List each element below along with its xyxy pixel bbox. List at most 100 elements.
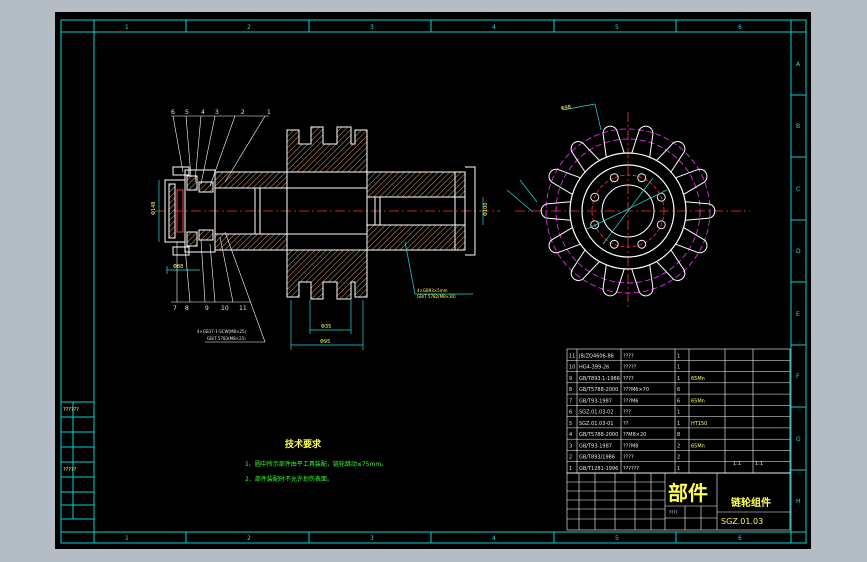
notes-title: 技术要求 [285, 438, 322, 450]
bom-cell: 65Mn [691, 443, 705, 449]
balloon-number: 7 [173, 305, 177, 312]
shaft-upper-section [214, 171, 466, 198]
spec-annotation: GB/T 5783(M8×25) [207, 336, 246, 341]
bom-cell: 10 [569, 365, 575, 371]
sprocket-tooth [675, 168, 708, 195]
bom-cell: 4 [569, 432, 572, 438]
zone-label: B [796, 123, 800, 130]
sprocket-tooth [602, 125, 625, 158]
zone-label: 3 [370, 24, 374, 31]
bom-cell: ?????? [623, 466, 639, 472]
balloons-top: 6 5 4 3 2 1 [171, 109, 271, 116]
zone-label: 3 [370, 535, 374, 542]
sprocket-tooth [570, 249, 600, 281]
zone-label: E [796, 311, 800, 318]
bom-cell: 11 [569, 353, 575, 359]
balloons-bottom: 7 8 9 10 11 [173, 305, 247, 312]
front-dimensions [506, 103, 668, 245]
balloon-number: 11 [239, 305, 247, 312]
sprocket-tooth [685, 201, 716, 221]
zone-label: 2 [247, 24, 251, 31]
bom-cell: GB/T93-1987 [579, 398, 612, 404]
zone-label: H [796, 498, 801, 505]
bolt-holes [590, 173, 666, 249]
zone-label: 5 [615, 24, 619, 31]
bom-cell: GB/T893.1-1986 [579, 376, 620, 382]
zone-label: 4 [492, 535, 496, 542]
bom-cell: ?? [623, 421, 629, 427]
title-block-drawing-no: SGZ.01.03 [721, 517, 763, 526]
technical-notes: 技术要求 1、圆中所示部件由平工具装配，链轮跳动≤75mm。 2、部件装配时不允… [245, 438, 387, 483]
end-cap-assembly [164, 166, 216, 256]
bom-cell: 6 [677, 398, 680, 404]
bom-cell: 5 [569, 421, 572, 427]
bom-cell: HG4-399-26 [579, 365, 609, 371]
note-item: 2、部件装配时不允许划伤表面。 [245, 475, 333, 483]
balloon-number: 6 [171, 109, 175, 116]
balloon-number: 2 [241, 109, 245, 116]
bom-cell: HT150 [691, 421, 707, 427]
bolt-hole [637, 239, 647, 249]
shaft-lower-section [214, 224, 466, 251]
zone-ticks [185, 20, 806, 543]
bom-cell: GB/T5788-2000 [579, 432, 618, 438]
balloon-number: 5 [185, 109, 189, 116]
zone-label: 1 [125, 24, 129, 31]
bom-cell: 1 [677, 410, 680, 416]
strip-label: ????? [63, 467, 77, 473]
bom-cell: JB/ZQ4606-86 [578, 353, 614, 359]
cad-viewport[interactable]: 1 2 3 4 5 6 1 2 3 4 5 6 A B C D E F G H [55, 12, 811, 549]
bom-cell: 6 [569, 410, 572, 416]
bom-cell: 6 [677, 387, 680, 393]
bom-cell: 1 [677, 365, 680, 371]
bom-cell: 1 [677, 353, 680, 359]
balloon-number: 10 [221, 305, 229, 312]
zone-label: 4 [492, 24, 496, 31]
zone-label: F [796, 373, 800, 380]
bom-cell: ????? [623, 365, 637, 371]
dim-label: Φ95 [320, 339, 330, 345]
section-view: Φ148 Φ35 Φ95 Φ100 Φ88 4×GB93×5mm GB/T 57… [151, 109, 500, 350]
tip-circle [545, 128, 711, 294]
right-zone-labels: A B C D E F G H [796, 61, 801, 505]
sprocket-tooth [548, 168, 581, 195]
bom-cell: SGZ.01.03-01 [579, 421, 614, 427]
sprocket-tooth [631, 125, 654, 158]
bom-cell: ??M8×20 [623, 432, 646, 438]
sprocket-tooth [548, 227, 581, 254]
title-block-scale: 1:1 [733, 461, 741, 467]
bore-circle [601, 184, 655, 238]
hub-outer-circle [581, 164, 675, 258]
title-block-grid [566, 472, 791, 531]
title-block-big-title: 部件 [668, 481, 708, 505]
sprocket-tooth [656, 141, 686, 173]
bom-cell: 1 [569, 466, 572, 472]
bom-cell: ???? [623, 376, 634, 382]
zone-label: G [796, 436, 801, 443]
zone-label: 2 [247, 535, 251, 542]
sprocket-tooth [675, 227, 708, 254]
bolt-pcd-circle [591, 174, 665, 248]
bom-cell: ???M6×70 [623, 387, 649, 393]
title-block-sheet: 1:1 [755, 461, 763, 467]
bolt-hole [590, 192, 600, 202]
root-circle [569, 152, 687, 270]
dim-label: Φ100 [483, 203, 489, 216]
section-dimensions [158, 180, 484, 350]
spec-annotation: GB/T 5782(M8×30) [417, 294, 456, 299]
bom-cell: 2 [677, 443, 680, 449]
spec-annotation: 4×GB37-1-SCW(M8×25) [197, 329, 247, 334]
dim-label: Φ148 [151, 202, 157, 215]
sprocket-teeth [540, 125, 716, 297]
bom-cell: 1 [677, 376, 680, 382]
sprocket-tooth [540, 201, 571, 221]
left-strip-labels: ?????? ????? [63, 407, 79, 473]
engineering-drawing: 1 2 3 4 5 6 1 2 3 4 5 6 A B C D E F G H [60, 19, 807, 544]
bom-cell: GB/T893/1986 [579, 455, 615, 461]
zone-label: 6 [738, 24, 742, 31]
bolt-hole [590, 220, 600, 230]
zone-label: D [796, 248, 801, 255]
bottom-zone-labels: 1 2 3 4 5 6 [125, 535, 742, 542]
bom-cell: 1 [677, 421, 680, 427]
title-block: 部件 链轮组件 SGZ.01.03 ???? 1:1 1:1 [668, 461, 771, 526]
